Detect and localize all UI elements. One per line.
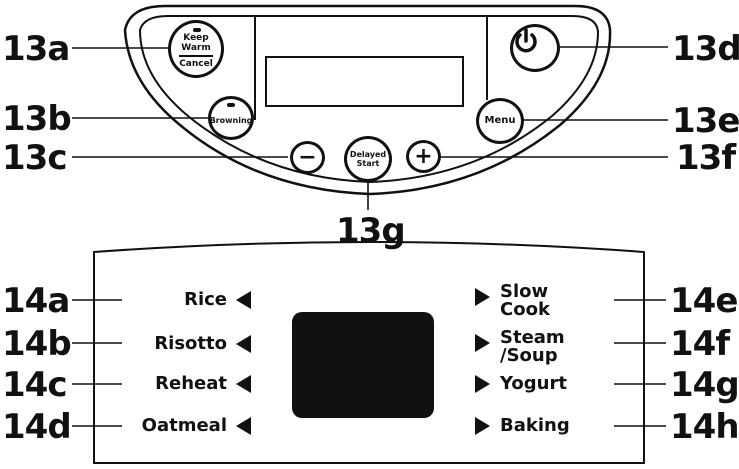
panel-outline-outer <box>123 4 612 196</box>
power-button[interactable] <box>510 24 560 72</box>
keep-warm-label-1: Keep <box>183 33 209 43</box>
callout-14c: 14c <box>2 365 67 405</box>
top-display <box>265 56 464 107</box>
lower-panel-outline <box>93 241 645 464</box>
delayed-start-button[interactable]: Delayed Start <box>344 136 392 182</box>
callout-14e: 14e <box>670 281 738 321</box>
mode-slow-cook-label: Slow Cook <box>500 283 550 319</box>
keep-warm-cancel-button[interactable]: Keep Warm Cancel <box>168 20 224 78</box>
plus-button[interactable]: + <box>406 140 441 173</box>
mode-rice-label: Rice <box>184 289 227 310</box>
keep-warm-label-2: Warm <box>181 43 211 53</box>
mode-reheat-indicator-icon <box>236 375 251 393</box>
lower-display <box>292 312 434 418</box>
mode-oatmeal-label: Oatmeal <box>141 415 227 436</box>
callout-14b: 14b <box>2 324 72 364</box>
mode-slow-cook-line-1: Slow <box>500 281 549 302</box>
mode-baking-indicator-icon <box>475 417 490 435</box>
delayed-label-1: Delayed <box>349 150 387 159</box>
callout-13c: 13c <box>2 138 67 178</box>
callout-14g: 14g <box>670 365 739 405</box>
cancel-label: Cancel <box>179 59 213 69</box>
mode-risotto-indicator-icon <box>236 335 251 353</box>
callout-13f: 13f <box>676 138 736 178</box>
plus-icon: + <box>414 143 433 169</box>
browning-label: Browning <box>209 115 253 125</box>
keep-warm-divider <box>179 55 213 57</box>
mode-steam-soup-label: Steam /Soup <box>500 329 565 365</box>
mode-yogurt-indicator-icon <box>475 375 490 393</box>
callout-13e: 13e <box>672 101 739 141</box>
delayed-label-2: Start <box>356 159 380 168</box>
callout-13a: 13a <box>2 29 70 69</box>
power-icon <box>515 28 537 53</box>
mode-rice-indicator-icon <box>236 291 251 309</box>
browning-indicator-icon <box>227 103 235 107</box>
minus-button[interactable]: − <box>290 141 325 174</box>
callout-13d: 13d <box>672 29 739 69</box>
mode-steam-line-2: /Soup <box>500 345 558 366</box>
mode-risotto-label: Risotto <box>154 333 227 354</box>
callout-14h: 14h <box>670 407 739 447</box>
callout-14a: 14a <box>2 281 70 321</box>
mode-reheat-label: Reheat <box>155 373 227 394</box>
minus-icon: − <box>298 144 317 170</box>
keep-warm-indicator-icon <box>193 28 201 32</box>
menu-button[interactable]: Menu <box>476 98 524 144</box>
mode-baking-label: Baking <box>500 415 570 436</box>
callout-13b: 13b <box>2 99 72 139</box>
mode-slow-cook-line-2: Cook <box>500 299 550 320</box>
callout-14f: 14f <box>670 324 730 364</box>
mode-steam-soup-indicator-icon <box>475 334 490 352</box>
mode-oatmeal-indicator-icon <box>236 417 251 435</box>
callout-13g: 13g <box>336 211 406 251</box>
mode-slow-cook-indicator-icon <box>475 288 490 306</box>
mode-steam-line-1: Steam <box>500 327 565 348</box>
mode-yogurt-label: Yogurt <box>500 373 567 394</box>
browning-button[interactable]: Browning <box>208 96 254 140</box>
callout-14d: 14d <box>2 407 72 447</box>
menu-label: Menu <box>484 115 516 126</box>
panel-outline-inner <box>138 15 600 184</box>
